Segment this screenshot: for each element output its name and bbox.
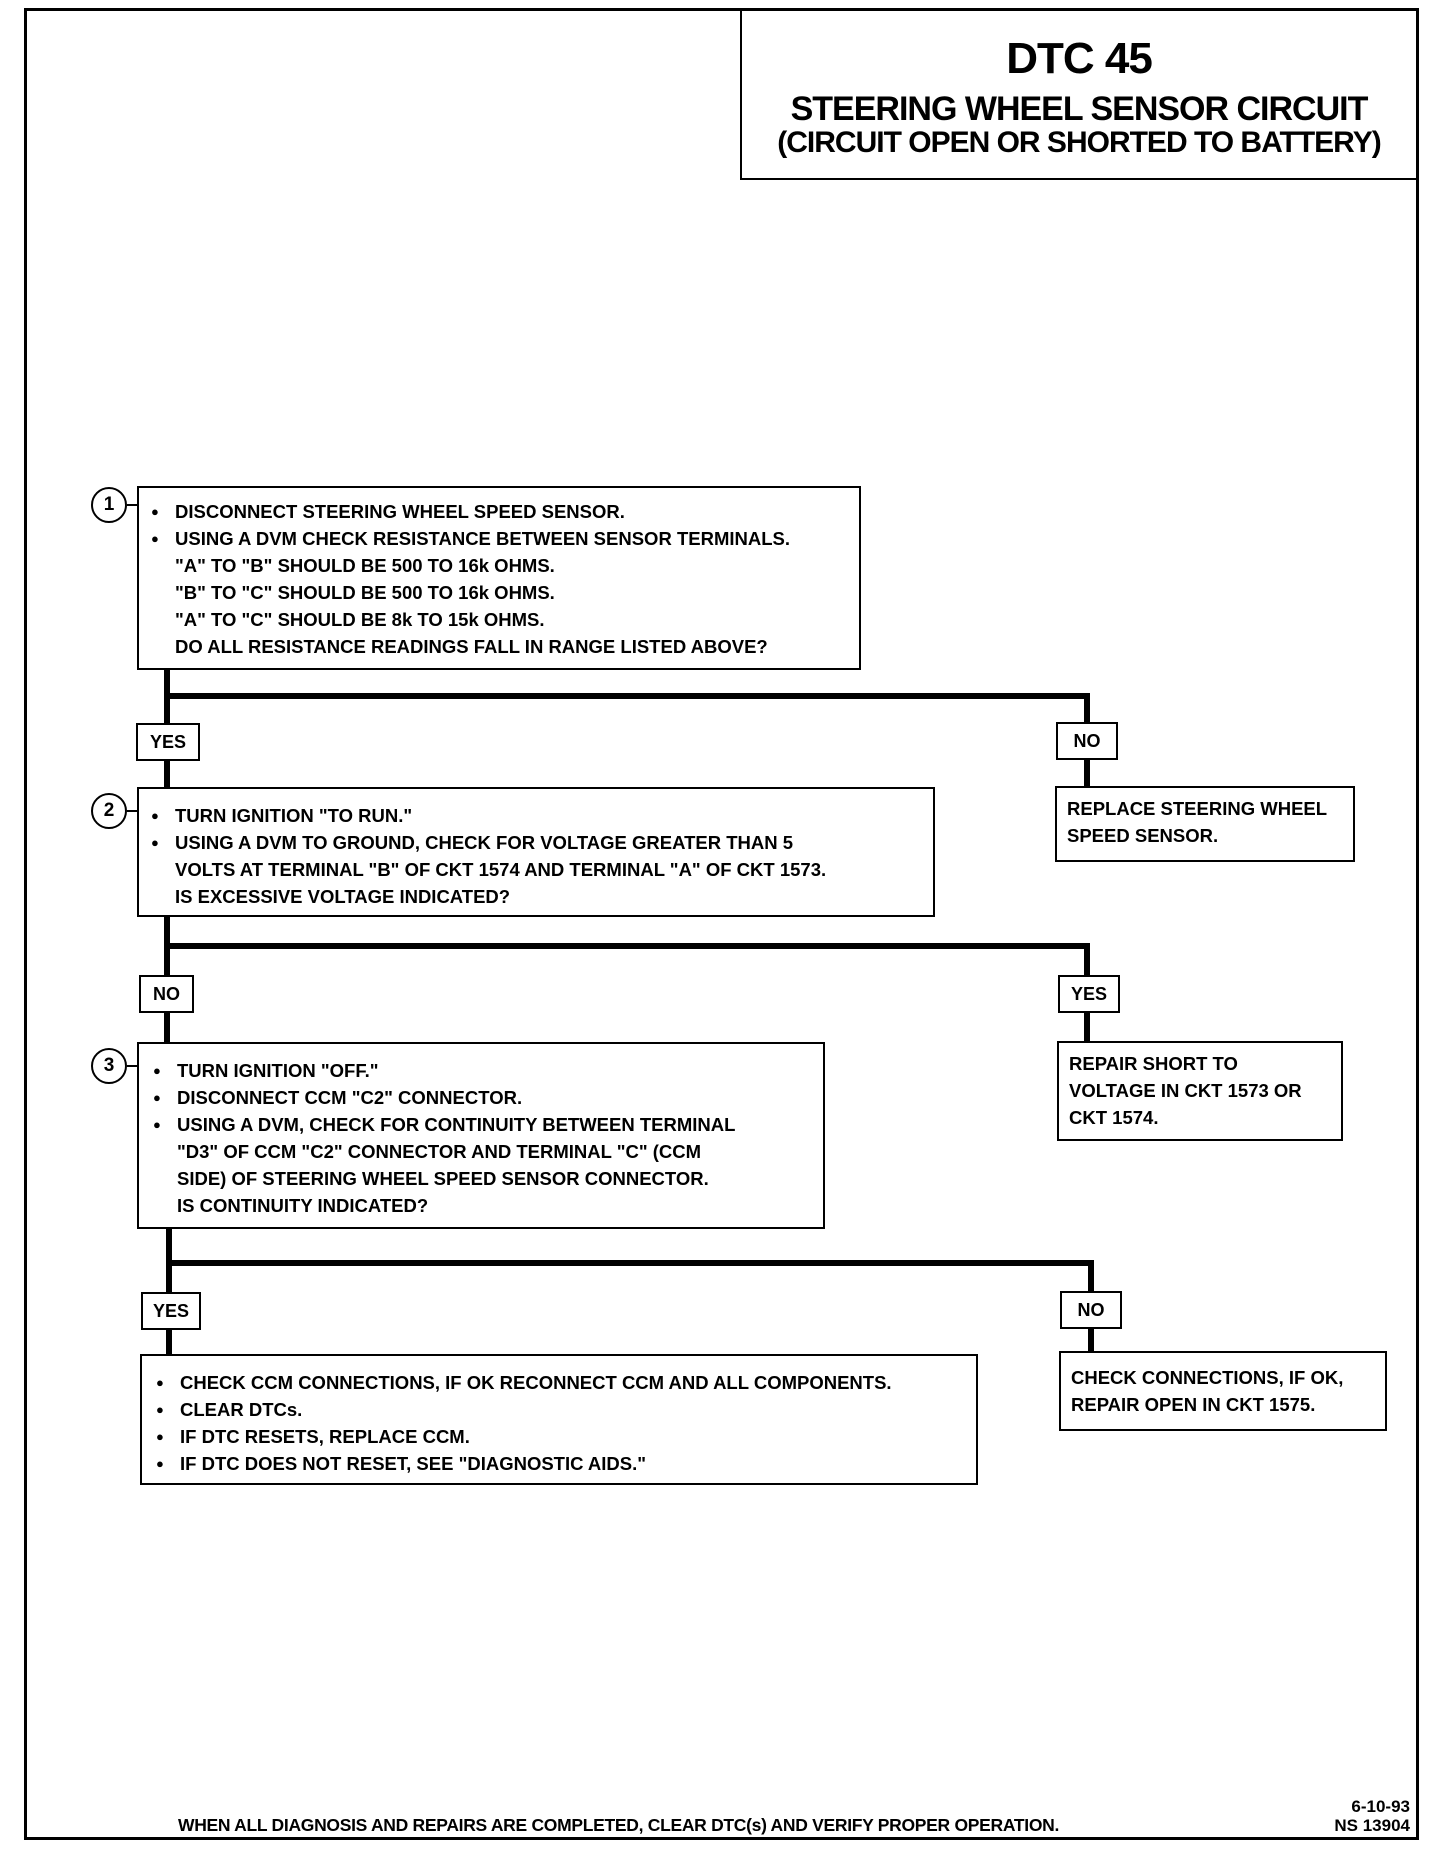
step-1-branch-line xyxy=(164,693,1090,699)
result-line: CHECK CONNECTIONS, IF OK, xyxy=(1071,1367,1344,1388)
step-3-no-label: NO xyxy=(1060,1291,1122,1329)
step-1-line: "B" TO "C" SHOULD BE 500 TO 16k OHMS. xyxy=(175,582,555,603)
step-1-marker: 1 xyxy=(91,487,127,523)
step-1-yes-down-connector xyxy=(164,761,170,788)
step-2-question: IS EXCESSIVE VOLTAGE INDICATED? xyxy=(175,886,511,907)
footer-reference: 6-10-93 NS 13904 xyxy=(1290,1797,1410,1835)
step-2-yes-label: YES xyxy=(1058,975,1120,1013)
step-2-bullet: USING A DVM TO GROUND, CHECK FOR VOLTAGE… xyxy=(147,829,925,856)
step-1-marker-connector xyxy=(127,504,137,506)
final-bullet: CHECK CCM CONNECTIONS, IF OK RECONNECT C… xyxy=(152,1369,968,1396)
step-1-box: DISCONNECT STEERING WHEEL SPEED SENSOR. … xyxy=(137,486,861,670)
footer-date: 6-10-93 xyxy=(1351,1797,1410,1816)
step-2-marker-connector xyxy=(127,810,137,812)
final-action-box: CHECK CCM CONNECTIONS, IF OK RECONNECT C… xyxy=(140,1354,978,1485)
step-1-bullet: USING A DVM CHECK RESISTANCE BETWEEN SEN… xyxy=(147,525,851,552)
step-1-no-result-box: REPLACE STEERING WHEEL SPEED SENSOR. xyxy=(1055,786,1355,862)
step-2-line: VOLTS AT TERMINAL "B" OF CKT 1574 AND TE… xyxy=(175,859,827,880)
chart-subtitle-condition: (CIRCUIT OPEN OR SHORTED TO BATTERY) xyxy=(777,126,1381,159)
step-1-line: "A" TO "C" SHOULD BE 8k TO 15k OHMS. xyxy=(175,609,545,630)
footer-note: WHEN ALL DIAGNOSIS AND REPAIRS ARE COMPL… xyxy=(178,1815,1060,1835)
step-3-bullet: USING A DVM, CHECK FOR CONTINUITY BETWEE… xyxy=(149,1111,815,1138)
step-2-yes-down-connector xyxy=(1084,1013,1090,1043)
step-2-no-label: NO xyxy=(139,975,194,1013)
step-3-marker-connector xyxy=(127,1065,137,1067)
result-line: REPAIR SHORT TO xyxy=(1069,1053,1238,1074)
result-line: REPAIR OPEN IN CKT 1575. xyxy=(1071,1394,1316,1415)
step-2-yes-result-box: REPAIR SHORT TO VOLTAGE IN CKT 1573 OR C… xyxy=(1057,1041,1343,1141)
step-1-no-down-connector xyxy=(1084,760,1090,787)
footer-ref-number: NS 13904 xyxy=(1334,1816,1410,1835)
page-border xyxy=(24,8,1419,1840)
step-1-bullet: DISCONNECT STEERING WHEEL SPEED SENSOR. xyxy=(147,498,851,525)
step-3-no-connector xyxy=(1088,1260,1094,1294)
result-line: SPEED SENSOR. xyxy=(1067,825,1219,846)
step-1-line: "A" TO "B" SHOULD BE 500 TO 16k OHMS. xyxy=(175,555,555,576)
step-2-yes-connector xyxy=(1084,943,1090,979)
step-2-marker: 2 xyxy=(91,793,127,829)
chart-title: DTC 45 xyxy=(1006,34,1153,83)
step-3-yes-label: YES xyxy=(141,1292,201,1330)
step-3-line: SIDE) OF STEERING WHEEL SPEED SENSOR CON… xyxy=(177,1168,709,1189)
step-3-bullet: TURN IGNITION "OFF." xyxy=(149,1057,815,1084)
step-3-marker: 3 xyxy=(91,1048,127,1084)
result-line: REPLACE STEERING WHEEL xyxy=(1067,798,1328,819)
result-line: VOLTAGE IN CKT 1573 OR xyxy=(1069,1080,1302,1101)
step-2-no-down-connector xyxy=(164,1013,170,1043)
final-bullet: IF DTC RESETS, REPLACE CCM. xyxy=(152,1423,968,1450)
result-line: CKT 1574. xyxy=(1069,1107,1159,1128)
step-1-yes-label: YES xyxy=(136,723,200,761)
step-3-branch-line xyxy=(166,1260,1094,1266)
step-3-bullet: DISCONNECT CCM "C2" CONNECTOR. xyxy=(149,1084,815,1111)
step-3-line: "D3" OF CCM "C2" CONNECTOR AND TERMINAL … xyxy=(177,1141,702,1162)
step-3-no-result-box: CHECK CONNECTIONS, IF OK, REPAIR OPEN IN… xyxy=(1059,1351,1387,1431)
final-bullet: CLEAR DTCs. xyxy=(152,1396,968,1423)
title-block: DTC 45 STEERING WHEEL SENSOR CIRCUIT (CI… xyxy=(740,8,1419,180)
step-3-box: TURN IGNITION "OFF." DISCONNECT CCM "C2"… xyxy=(137,1042,825,1229)
step-2-box: TURN IGNITION "TO RUN." USING A DVM TO G… xyxy=(137,787,935,917)
step-1-question: DO ALL RESISTANCE READINGS FALL IN RANGE… xyxy=(175,636,768,657)
final-bullet: IF DTC DOES NOT RESET, SEE "DIAGNOSTIC A… xyxy=(152,1450,968,1477)
step-1-no-connector xyxy=(1084,693,1090,727)
chart-subtitle: STEERING WHEEL SENSOR CIRCUIT xyxy=(790,90,1369,128)
step-1-no-label: NO xyxy=(1056,722,1118,760)
step-3-question: IS CONTINUITY INDICATED? xyxy=(177,1195,429,1216)
step-3-no-down-connector xyxy=(1088,1329,1094,1353)
step-2-branch-line xyxy=(164,943,1090,949)
step-3-yes-down-connector xyxy=(166,1330,172,1355)
step-2-bullet: TURN IGNITION "TO RUN." xyxy=(147,802,925,829)
